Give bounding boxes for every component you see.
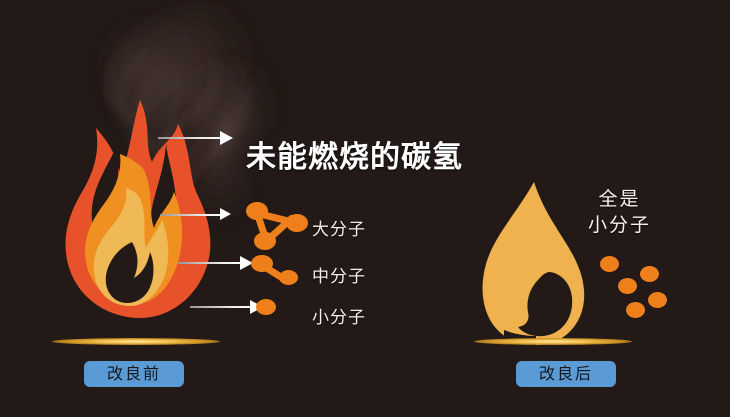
arrow-to-large-molecule: [160, 208, 236, 222]
molecule-atom: [648, 292, 667, 308]
right-caption-line1: 全是: [598, 188, 641, 210]
molecule-atom: [254, 232, 276, 250]
arrow-to-medium-molecule: [178, 256, 256, 270]
molecule-small-glyph: [256, 299, 282, 319]
ground-glow-left: [52, 338, 220, 345]
right-caption-line2: 小分子: [588, 214, 652, 236]
molecule-atom: [626, 302, 645, 318]
arrow-to-small-molecule: [190, 300, 266, 314]
molecule-atom: [246, 202, 268, 220]
molecule-atom: [279, 270, 298, 285]
molecule-small-label: 小分子: [312, 308, 366, 328]
button-before-improvement[interactable]: 改良前: [84, 361, 184, 387]
molecule-large-label: 大分子: [312, 220, 366, 240]
molecule-atom: [600, 256, 619, 272]
molecule-atom: [640, 266, 659, 282]
molecule-atom: [251, 255, 273, 272]
molecule-atom: [286, 214, 308, 232]
right-flame-clean: [468, 180, 598, 348]
page-title: 未能燃烧的碳氢: [246, 140, 463, 175]
molecule-atom: [618, 278, 637, 294]
molecule-medium-glyph: [251, 255, 303, 289]
button-after-improvement[interactable]: 改良后: [516, 361, 616, 387]
small-molecule-dots: [598, 256, 688, 328]
molecule-large-glyph: [244, 202, 310, 250]
left-flame-dirty: [48, 96, 228, 346]
molecule-atom: [256, 299, 276, 315]
ground-glow-right: [474, 338, 632, 345]
right-caption: 全是 小分子: [588, 186, 651, 238]
arrow-to-title: [158, 131, 236, 145]
molecule-medium-label: 中分子: [312, 267, 366, 287]
